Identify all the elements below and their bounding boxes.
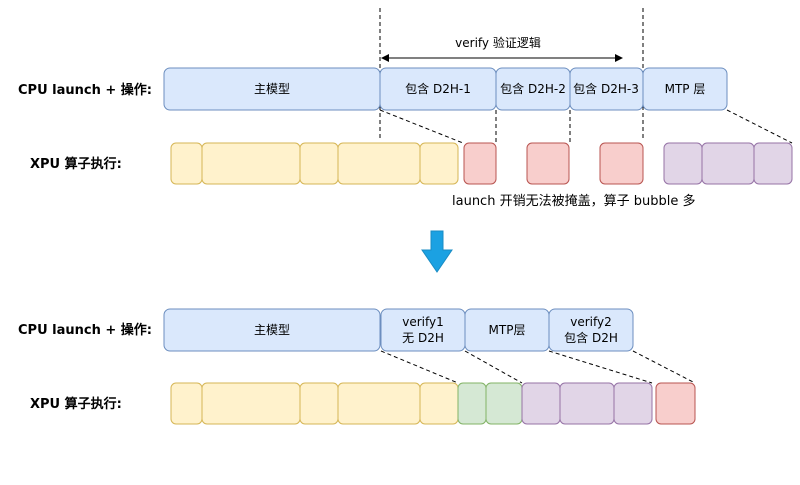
bottom-cpu-box-label: MTP层	[489, 323, 526, 337]
bottom-cpu-box-label-line1: verify2	[570, 315, 612, 329]
bottom-connector	[464, 350, 523, 384]
top-xpu-row-label: XPU 算子执行:	[30, 156, 122, 172]
top-xpu-op-verify	[526, 142, 570, 185]
top-xpu-op-main	[170, 142, 203, 185]
top-xpu-op-mtp	[663, 142, 703, 185]
bottom-cpu-box-verify1: verify1 无 D2H	[380, 308, 466, 352]
top-section: verify 验证逻辑 CPU launch + 操作: XPU 算子执行: 主…	[18, 8, 793, 209]
bottom-section: CPU launch + 操作: XPU 算子执行: 主模型 verify1 无…	[18, 308, 696, 425]
top-cpu-box-label: 包含 D2H-2	[500, 81, 566, 96]
bottom-cpu-box-mtp: MTP层	[464, 308, 550, 352]
bottom-cpu-box-verify2: verify2 包含 D2H	[548, 308, 634, 352]
top-cpu-box-d2h-3: 包含 D2H-3	[569, 67, 644, 111]
bottom-xpu-op-mtp	[559, 382, 615, 425]
top-connector	[726, 109, 793, 144]
bottom-xpu-op-mtp	[521, 382, 561, 425]
bottom-xpu-op-verify1	[485, 382, 523, 425]
top-xpu-op-verify	[599, 142, 644, 185]
top-cpu-box-main-model: 主模型	[163, 67, 381, 111]
bottom-cpu-box-label-line2: 无 D2H	[402, 331, 444, 345]
top-xpu-op-verify	[463, 142, 497, 185]
top-cpu-row-label: CPU launch + 操作:	[18, 82, 152, 98]
bubble-note: launch 开销无法被掩盖，算子 bubble 多	[452, 193, 695, 209]
bottom-xpu-op-main	[299, 382, 339, 425]
bottom-xpu-row-label: XPU 算子执行:	[30, 396, 122, 412]
top-xpu-op-mtp	[701, 142, 755, 185]
bottom-cpu-row-label: CPU launch + 操作:	[18, 322, 152, 338]
bottom-cpu-box-label-line1: verify1	[402, 315, 444, 329]
top-cpu-box-d2h-2: 包含 D2H-2	[495, 67, 571, 111]
top-cpu-box-label: 包含 D2H-1	[405, 81, 471, 96]
bottom-connector	[632, 350, 696, 384]
bottom-xpu-op-verify2	[655, 382, 696, 425]
top-xpu-op-main	[299, 142, 339, 185]
top-xpu-op-mtp	[753, 142, 793, 185]
top-cpu-box-label: 主模型	[254, 82, 290, 96]
bottom-cpu-box-label-line2: 包含 D2H	[564, 330, 618, 345]
bottom-xpu-op-verify1	[457, 382, 487, 425]
top-connector	[379, 109, 464, 144]
bottom-xpu-op-mtp	[613, 382, 653, 425]
verify-label: verify 验证逻辑	[455, 35, 541, 50]
bottom-connector	[548, 350, 653, 384]
top-xpu-op-main	[337, 142, 421, 185]
bottom-connector	[380, 350, 459, 384]
bottom-xpu-op-main	[419, 382, 459, 425]
top-cpu-box-label: MTP 层	[665, 82, 706, 96]
bottom-xpu-op-main	[201, 382, 301, 425]
top-xpu-op-main	[201, 142, 301, 185]
top-cpu-box-label: 包含 D2H-3	[573, 81, 639, 96]
top-cpu-box-mtp: MTP 层	[642, 67, 728, 111]
down-arrow-icon	[421, 230, 453, 273]
top-cpu-box-d2h-1: 包含 D2H-1	[379, 67, 497, 111]
bottom-xpu-op-main	[337, 382, 421, 425]
bottom-cpu-box-label: 主模型	[254, 323, 290, 337]
bottom-cpu-box-main-model: 主模型	[163, 308, 381, 352]
bottom-xpu-op-main	[170, 382, 203, 425]
top-xpu-op-main	[419, 142, 459, 185]
